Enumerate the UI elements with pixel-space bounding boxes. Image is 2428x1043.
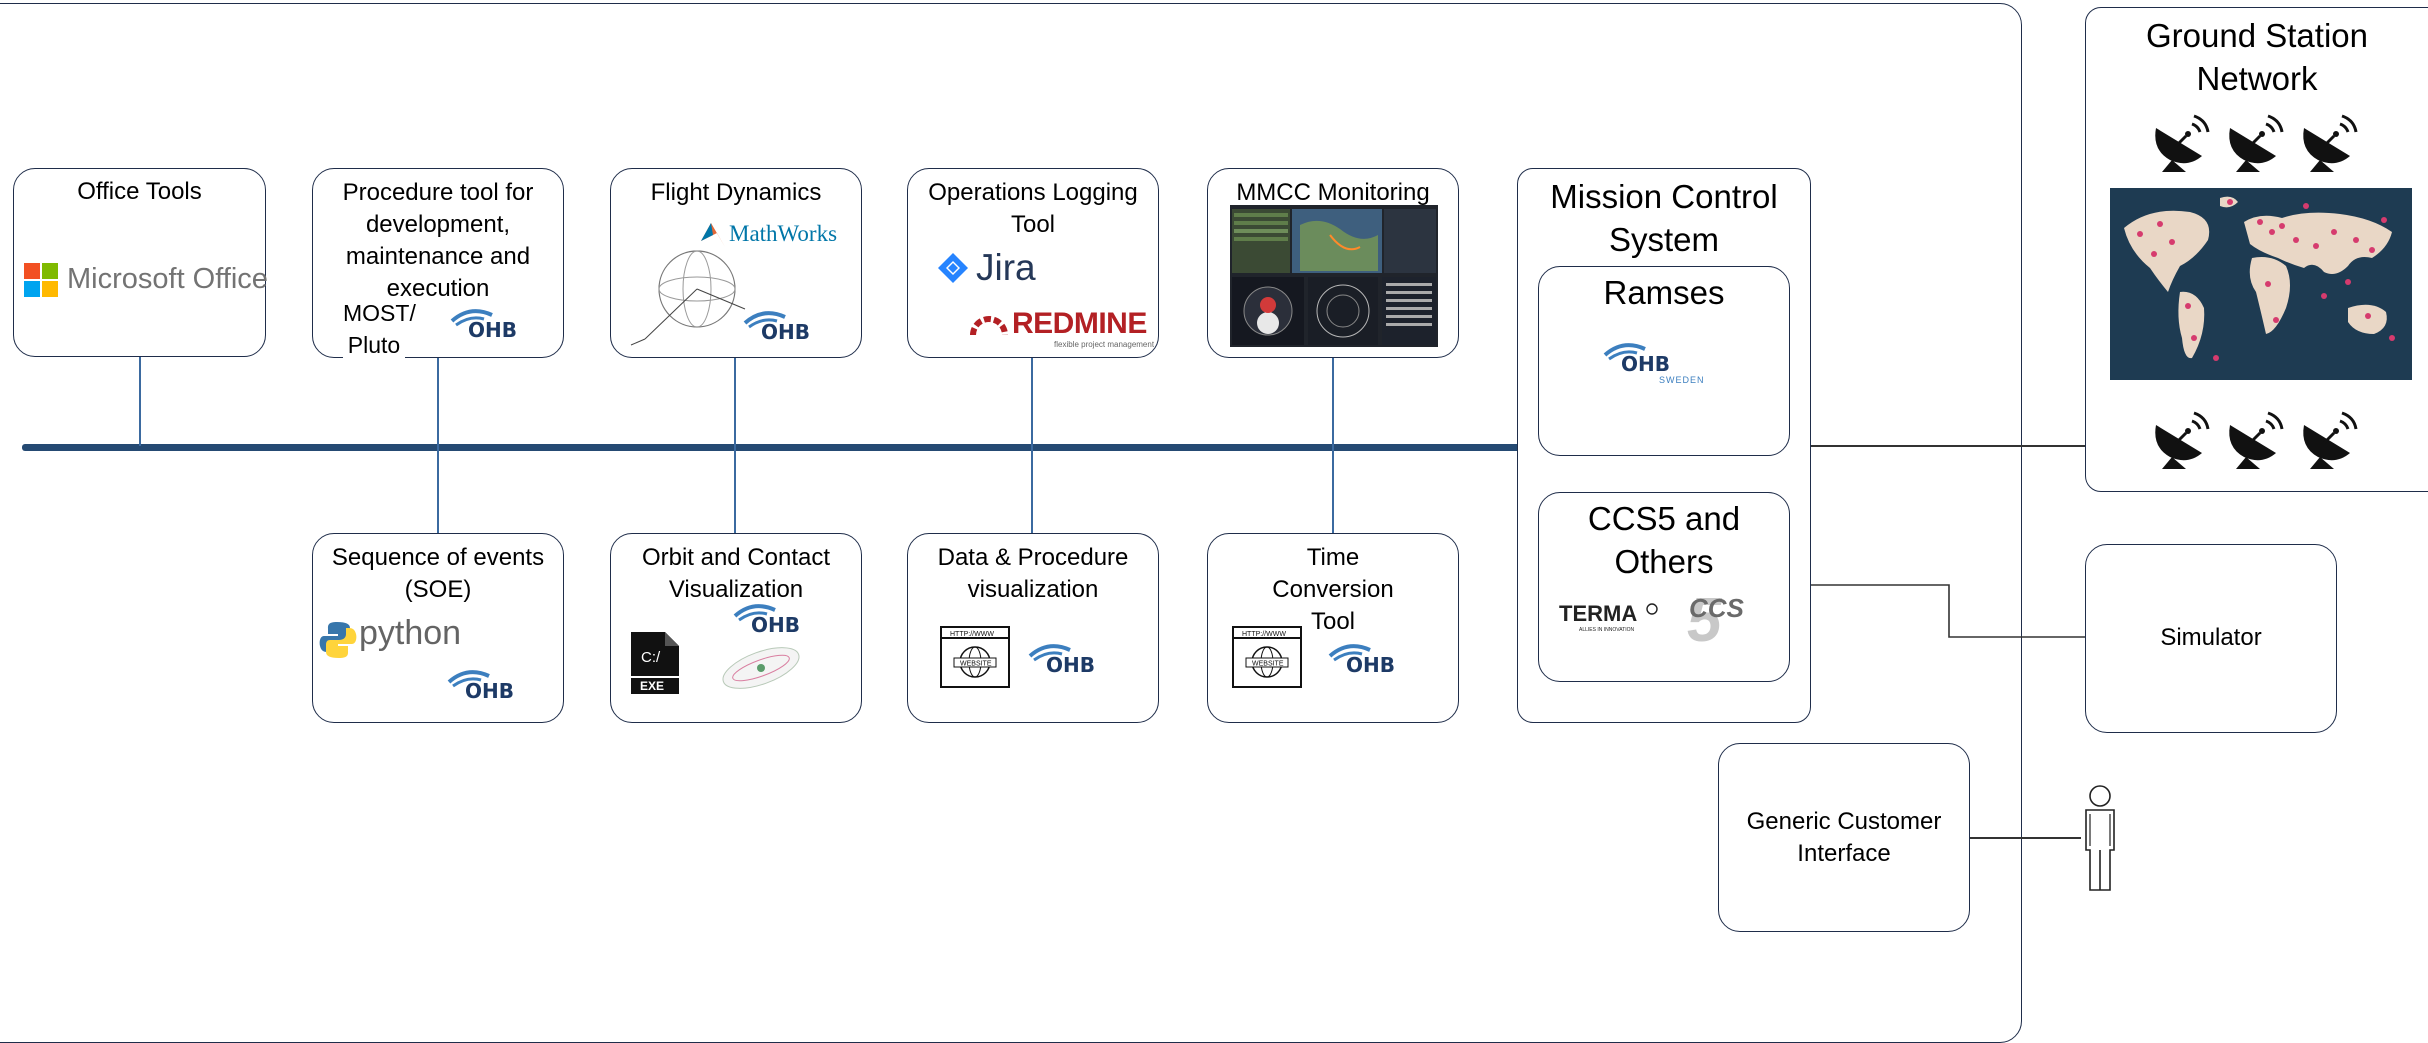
- connector-mmcc: [1332, 356, 1334, 536]
- ramses-label: Ramses: [1603, 274, 1725, 311]
- svg-text:EXE: EXE: [640, 679, 664, 693]
- mmcc-screenshot: [1230, 205, 1438, 347]
- mmcc-label: MMCC Monitoring: [1236, 179, 1430, 206]
- office-tools-box[interactable]: Office Tools Microsoft Office: [13, 168, 268, 357]
- customer-interface-box[interactable]: Generic Customer Interface: [1718, 743, 1970, 932]
- ohb-logo: OHB: [1026, 642, 1122, 677]
- connector-procedure: [437, 356, 439, 536]
- svg-text:CCS: CCS: [1689, 593, 1745, 623]
- connector-flight: [734, 356, 736, 536]
- ground-station-title: Ground Station Network: [2146, 17, 2368, 97]
- orbit-visualization-image: [722, 647, 800, 689]
- svg-text:OHB: OHB: [468, 318, 517, 341]
- mission-control-system[interactable]: Mission Control System Ramses OHB SWEDEN…: [1517, 168, 1811, 723]
- svg-text:OHB: OHB: [1621, 352, 1670, 376]
- ground-station-network[interactable]: Ground Station Network: [2085, 7, 2428, 492]
- procedure-tool-box[interactable]: Procedure tool for development, maintena…: [312, 168, 564, 361]
- svg-text:C:/: C:/: [641, 649, 661, 666]
- svg-text:ALLIES IN INNOVATION: ALLIES IN INNOVATION: [1579, 627, 1634, 633]
- svg-text:HTTP://WWW: HTTP://WWW: [950, 631, 994, 638]
- satellite-dish-icon: [2148, 106, 2214, 172]
- svg-text:OHB: OHB: [465, 679, 514, 702]
- procedure-tool-sublabel: MOST/ Pluto: [343, 297, 416, 361]
- ops-logging-label: Operations Logging Tool: [928, 179, 1138, 238]
- terma-logo: TERMA ALLIES IN INNOVATION: [1559, 601, 1658, 633]
- mmcc-box[interactable]: MMCC Monitoring: [1207, 168, 1459, 358]
- satellite-dish-icon: [2296, 403, 2362, 469]
- orbit-diagram-icon: [630, 250, 746, 346]
- simulator-label: Simulator: [2160, 624, 2262, 651]
- ohb-logo: OHB: [741, 309, 837, 344]
- svg-text:OHB: OHB: [761, 320, 810, 343]
- time-conv-label: Time Conversion Tool: [1272, 544, 1394, 635]
- flight-dynamics-box[interactable]: Flight Dynamics MathWorks OHB: [610, 168, 862, 358]
- time-conv-box[interactable]: Time Conversion Tool HTTP://WWW WEBSITE …: [1207, 533, 1459, 723]
- ohb-logo: OHB: [448, 307, 544, 342]
- microsoft-office-logo: Microsoft Office: [24, 261, 268, 301]
- svg-text:OHB: OHB: [1346, 653, 1395, 676]
- connector-mcs-ground: [1811, 445, 2085, 447]
- connector-office: [139, 356, 141, 446]
- world-map: [2110, 188, 2412, 380]
- orbit-viz-box[interactable]: Orbit and Contact Visualization OHB C:/ …: [610, 533, 862, 723]
- svg-text:WEBSITE: WEBSITE: [960, 661, 992, 668]
- svg-text:WEBSITE: WEBSITE: [1252, 661, 1284, 668]
- simulator-box[interactable]: Simulator: [2085, 544, 2337, 733]
- microsoft-office-text: Microsoft Office: [67, 263, 268, 295]
- customer-interface-label: Generic Customer Interface: [1746, 808, 1942, 867]
- data-bus: [22, 444, 1522, 451]
- mcs-title: Mission Control System: [1550, 178, 1778, 258]
- ccs5-label: CCS5 and Others: [1587, 500, 1741, 580]
- exe-file-icon: C:/ EXE: [631, 632, 679, 694]
- ramses-box[interactable]: Ramses OHB SWEDEN: [1538, 266, 1790, 456]
- orbit-viz-label: Orbit and Contact Visualization: [641, 544, 831, 603]
- website-icon: HTTP://WWW WEBSITE: [940, 626, 1010, 688]
- ops-logging-box[interactable]: Operations Logging Tool Jira REDMINE fle…: [907, 168, 1159, 358]
- svg-text:5: 5: [1687, 586, 1723, 647]
- jira-logo: Jira: [936, 247, 1056, 291]
- data-proc-viz-box[interactable]: Data & Procedure visualization HTTP://WW…: [907, 533, 1159, 723]
- svg-text:OHB: OHB: [1046, 653, 1095, 676]
- office-tools-label: Office Tools: [77, 178, 202, 205]
- ccs5-logo: 5 CCS: [1687, 586, 1745, 647]
- svg-text:HTTP://WWW: HTTP://WWW: [1242, 631, 1286, 638]
- redmine-logo: REDMINE flexible project management: [970, 307, 1154, 351]
- connector-ops: [1031, 356, 1033, 536]
- python-logo: python: [319, 614, 499, 664]
- ohb-logo: OHB: [1326, 642, 1422, 677]
- flight-dynamics-label: Flight Dynamics: [650, 179, 822, 206]
- ccs5-box[interactable]: CCS5 and Others TERMA ALLIES IN INNOVATI…: [1538, 492, 1790, 682]
- satellite-dish-icon: [2222, 403, 2288, 469]
- person-icon: [2085, 785, 2115, 891]
- soe-label: Sequence of events (SOE): [331, 544, 545, 603]
- data-proc-viz-label: Data & Procedure visualization: [937, 544, 1129, 603]
- soe-box[interactable]: Sequence of events (SOE) python OHB: [312, 533, 564, 723]
- svg-text:OHB: OHB: [751, 613, 800, 636]
- connector-customer-person: [1969, 837, 2081, 839]
- website-icon: HTTP://WWW WEBSITE: [1232, 626, 1302, 688]
- procedure-tool-label: Procedure tool for development, maintena…: [342, 179, 534, 302]
- ohb-logo: OHB: [731, 602, 827, 637]
- svg-text:SWEDEN: SWEDEN: [1659, 375, 1705, 385]
- satellite-dish-icon: [2148, 403, 2214, 469]
- ohb-sweden-logo: OHB SWEDEN: [1601, 341, 1721, 385]
- satellite-dish-icon: [2222, 106, 2288, 172]
- svg-text:TERMA: TERMA: [1559, 601, 1637, 626]
- mathworks-logo: MathWorks: [699, 219, 859, 253]
- satellite-dish-icon: [2296, 106, 2362, 172]
- connector-ccs-simulator: [1790, 584, 2085, 638]
- ohb-logo: OHB: [445, 668, 541, 703]
